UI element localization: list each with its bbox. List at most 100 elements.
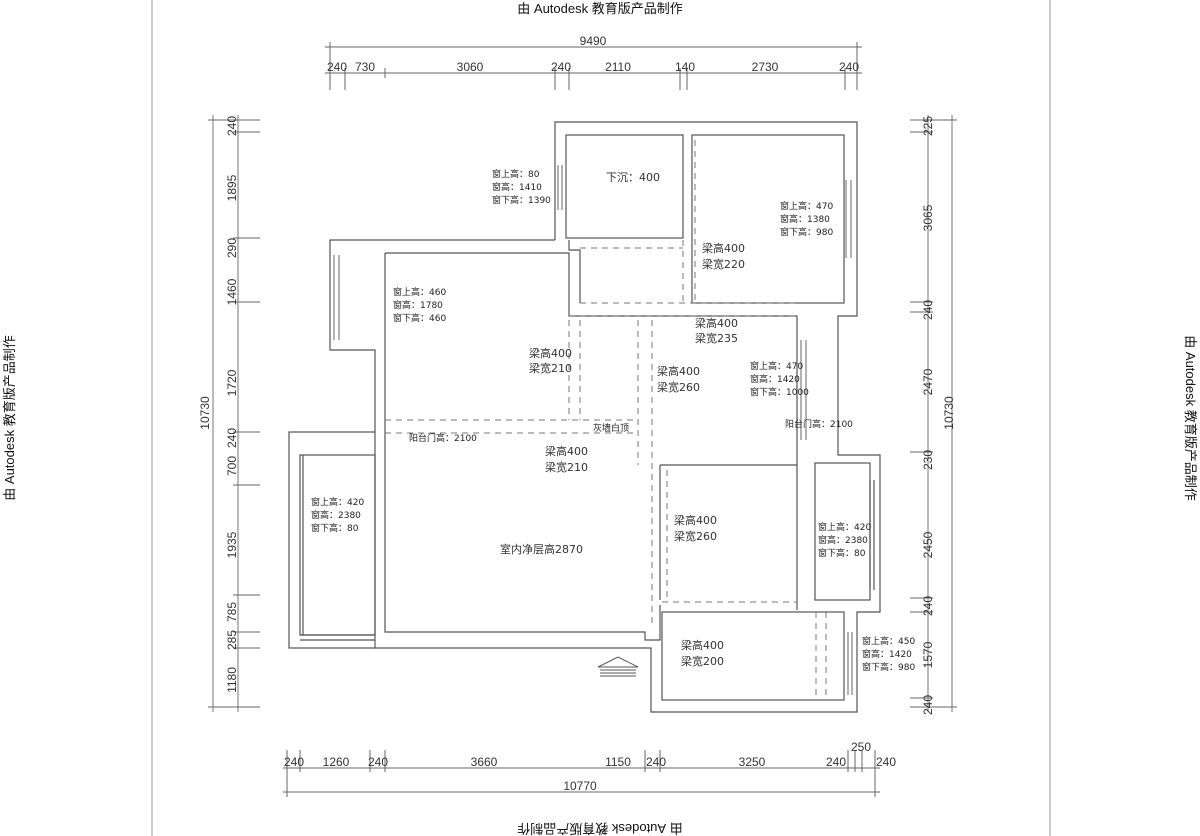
dim-label: 140 <box>675 60 695 74</box>
dim-right-total: 10730 <box>942 396 956 430</box>
dim-label: 240 <box>921 596 935 616</box>
svg-text:窗上高：80: 窗上高：80 <box>492 168 540 180</box>
dim-label: 240 <box>826 755 846 769</box>
svg-text:窗上高：420: 窗上高：420 <box>818 521 871 533</box>
dim-label: 3065 <box>921 204 935 231</box>
svg-text:窗下高：460: 窗下高：460 <box>393 312 446 324</box>
svg-text:窗高：1380: 窗高：1380 <box>780 213 830 225</box>
dim-label: 1895 <box>225 174 239 201</box>
dim-bottom-total: 10770 <box>563 779 597 793</box>
dim-label: 240 <box>327 60 347 74</box>
dim-label: 2450 <box>921 531 935 558</box>
entrance-arrow-icon <box>597 656 639 677</box>
svg-text:窗高：1410: 窗高：1410 <box>492 181 542 193</box>
svg-text:窗高：1420: 窗高：1420 <box>862 648 912 660</box>
dim-label: 730 <box>355 60 375 74</box>
dim-label: 1180 <box>225 667 239 693</box>
dim-label: 1570 <box>921 641 935 668</box>
dim-label: 3660 <box>471 755 498 769</box>
svg-text:窗下高：980: 窗下高：980 <box>780 226 833 238</box>
dim-label: 1260 <box>323 755 350 769</box>
dim-label: 785 <box>225 602 239 622</box>
dim-label: 240 <box>551 60 571 74</box>
svg-text:窗上高：420: 窗上高：420 <box>311 496 364 508</box>
svg-text:窗下高：80: 窗下高：80 <box>311 522 359 534</box>
svg-text:窗上高：460: 窗上高：460 <box>393 286 446 298</box>
dim-top-total: 9490 <box>580 34 607 48</box>
svg-text:梁高400: 梁高400 <box>674 513 717 527</box>
watermark-right: 由 Autodesk 教育版产品制作 <box>1183 335 1198 500</box>
svg-text:窗下高：80: 窗下高：80 <box>818 547 866 559</box>
svg-text:窗上高：470: 窗上高：470 <box>780 200 833 212</box>
dim-label: 240 <box>921 300 935 320</box>
dim-label: 1150 <box>605 755 631 769</box>
svg-text:窗下高：980: 窗下高：980 <box>862 661 915 673</box>
dim-label: 240 <box>876 755 896 769</box>
svg-text:窗高：1420: 窗高：1420 <box>750 373 800 385</box>
svg-text:梁高400: 梁高400 <box>545 444 588 458</box>
dim-label: 250 <box>851 740 871 754</box>
svg-text:梁高400: 梁高400 <box>529 346 572 360</box>
svg-text:梁高400: 梁高400 <box>657 364 700 378</box>
balcony-door-label: 阳台门高：2100 <box>785 418 853 430</box>
watermark-top: 由 Autodesk 教育版产品制作 <box>517 1 682 16</box>
svg-text:窗高：1780: 窗高：1780 <box>393 299 443 311</box>
watermark-bottom: 由 Autodesk 教育版产品制作 <box>517 821 682 836</box>
dim-label: 3250 <box>739 755 766 769</box>
dim-label: 2730 <box>752 60 779 74</box>
floor-height-label: 室内净层高2870 <box>500 542 583 556</box>
dim-label: 225 <box>921 116 935 136</box>
svg-text:窗上高：450: 窗上高：450 <box>862 635 915 647</box>
svg-text:梁高400: 梁高400 <box>695 316 738 330</box>
dim-label: 240 <box>839 60 859 74</box>
dim-label: 3060 <box>457 60 484 74</box>
dim-left-total: 10730 <box>198 396 212 430</box>
bottom-dimension-chain: 10770 240 1260 240 3660 1150 240 3250 24… <box>283 740 896 797</box>
svg-text:窗下高：1390: 窗下高：1390 <box>492 194 551 206</box>
beam-note: 梁高400 梁宽260 <box>657 364 700 394</box>
svg-text:梁高400: 梁高400 <box>702 241 745 255</box>
svg-text:窗下高：1000: 窗下高：1000 <box>750 386 809 398</box>
beam-note: 梁高400 梁宽260 <box>674 513 717 543</box>
dim-label: 1720 <box>225 369 239 396</box>
dim-label: 240 <box>368 755 388 769</box>
svg-text:梁宽200: 梁宽200 <box>681 654 724 668</box>
dim-label: 240 <box>284 755 304 769</box>
left-dimension-chain: 10730 240 1895 290 1460 1720 240 700 193… <box>198 115 260 712</box>
walls <box>288 121 881 713</box>
ceiling-label: 灰墙白顶 <box>593 422 629 434</box>
svg-text:梁宽210: 梁宽210 <box>545 460 588 474</box>
balcony-door-label: 阳台门高：2100 <box>409 432 477 444</box>
dim-label: 285 <box>225 630 239 650</box>
svg-text:窗上高：470: 窗上高：470 <box>750 360 803 372</box>
dim-label: 2470 <box>921 368 935 395</box>
dim-label: 290 <box>225 238 239 258</box>
dim-label: 2110 <box>605 60 631 74</box>
svg-text:梁宽220: 梁宽220 <box>702 257 745 271</box>
dim-label: 240 <box>646 755 666 769</box>
svg-text:窗高：2380: 窗高：2380 <box>818 534 868 546</box>
dim-label: 240 <box>225 116 239 136</box>
beam-note: 梁高400 梁宽210 <box>545 444 588 474</box>
top-dimension-chain: 9490 240 730 3060 240 2110 140 2730 240 <box>325 34 862 90</box>
dim-label: 240 <box>921 695 935 715</box>
svg-text:梁宽260: 梁宽260 <box>657 380 700 394</box>
svg-text:梁宽235: 梁宽235 <box>695 331 738 345</box>
right-dimension-chain: 10730 225 3065 240 2470 230 2450 240 157… <box>910 115 957 715</box>
dim-label: 700 <box>225 456 239 476</box>
svg-text:梁宽210: 梁宽210 <box>529 361 572 375</box>
svg-text:梁宽260: 梁宽260 <box>674 529 717 543</box>
dim-label: 1460 <box>225 278 239 305</box>
watermark-left: 由 Autodesk 教育版产品制作 <box>2 335 17 500</box>
